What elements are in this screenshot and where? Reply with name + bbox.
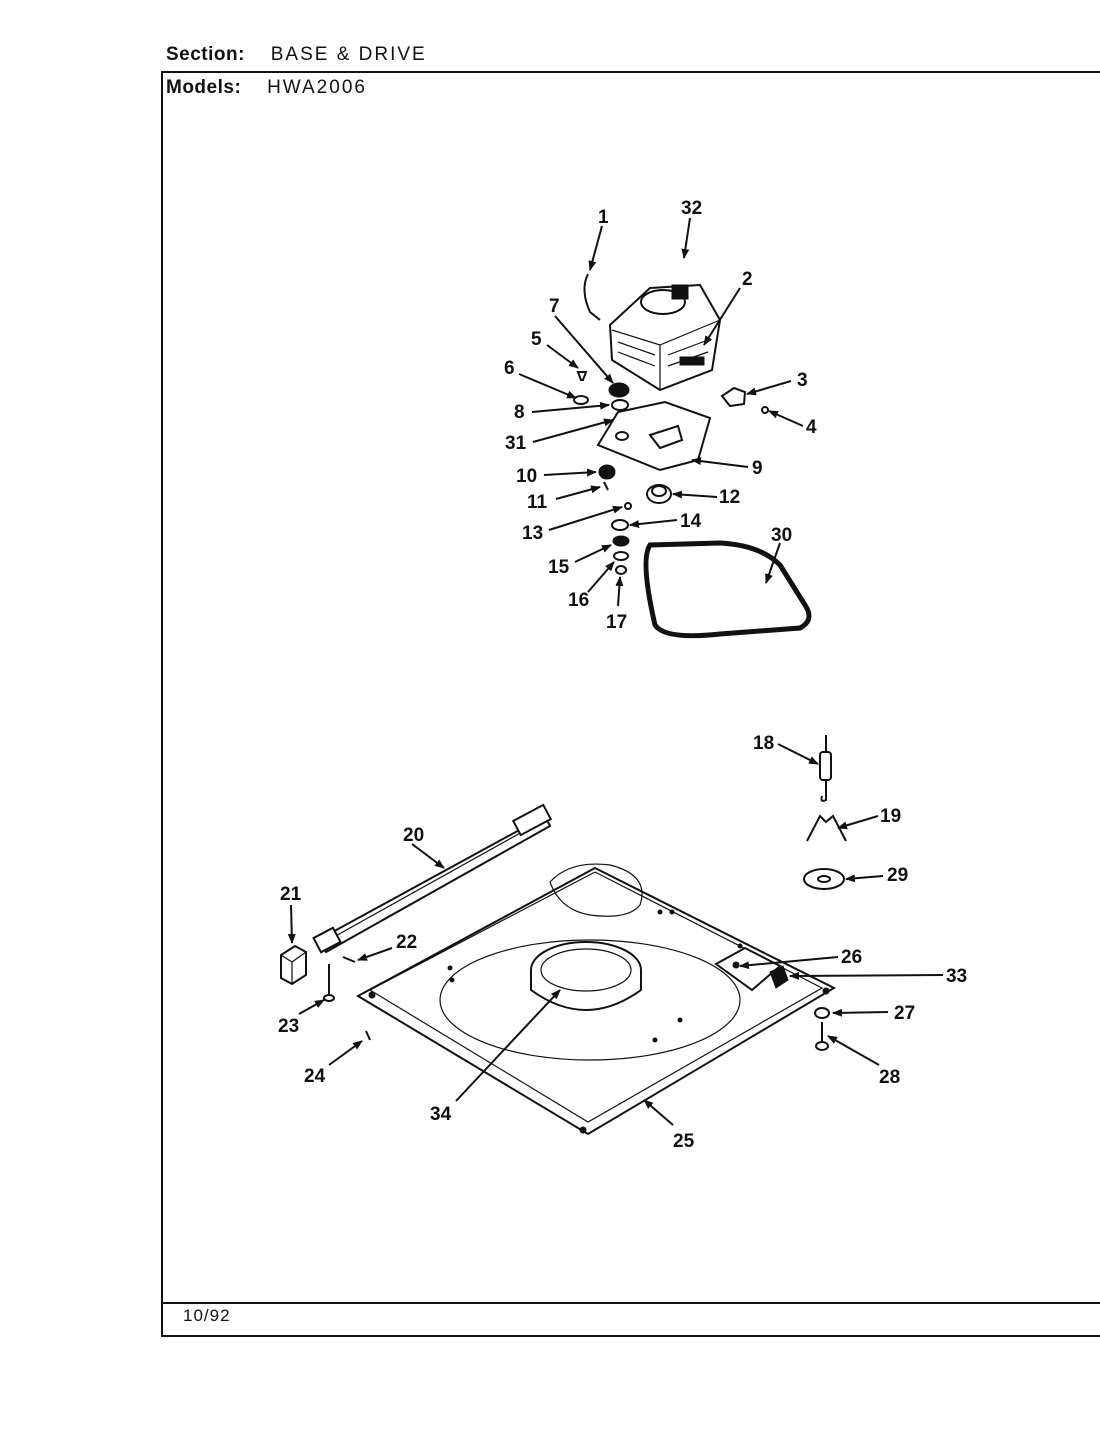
section-value: BASE & DRIVE	[270, 44, 427, 65]
part-33-guard	[769, 965, 789, 989]
page-frame	[161, 71, 1100, 1337]
callout-3: 3	[797, 370, 808, 391]
part-21-block	[280, 944, 307, 986]
callout-24: 24	[304, 1066, 326, 1087]
callout-14: 14	[680, 511, 702, 532]
models-value: HWA2006	[267, 77, 367, 98]
callout-11: 11	[527, 492, 548, 513]
callout-26: 26	[841, 947, 862, 968]
part-1-wire-clip	[583, 273, 601, 321]
callout-20: 20	[403, 825, 424, 846]
callout-12: 12	[719, 487, 740, 508]
callout-9: 9	[752, 458, 763, 479]
part-10-bushing	[598, 464, 616, 480]
callout-28: 28	[879, 1067, 900, 1088]
callout-2: 2	[742, 269, 753, 290]
callout-15: 15	[548, 557, 570, 578]
callout-18: 18	[753, 733, 774, 754]
part-6-washer	[573, 395, 589, 405]
callout-27: 27	[894, 1003, 915, 1024]
part-34-tub-ring	[530, 941, 642, 1011]
section-header: Section: BASE & DRIVE	[166, 44, 427, 66]
callout-31: 31	[505, 433, 527, 454]
callout-4: 4	[806, 417, 817, 438]
leader-lines	[287, 217, 944, 1126]
callout-labels: 1 2 3 4 5 6 7 8 9 10 11 12 13 14 15 16 1…	[278, 198, 967, 1152]
callout-1: 1	[598, 207, 609, 228]
part-14-washer	[611, 519, 629, 531]
part-4-screw	[761, 406, 769, 414]
callout-30: 30	[771, 525, 792, 546]
drive-motor-housing	[608, 283, 722, 392]
part-19-clip	[806, 814, 847, 842]
part-30-drive-belt	[643, 540, 812, 639]
callout-13: 13	[522, 523, 543, 544]
callout-22: 22	[396, 932, 417, 953]
part-13-ball	[624, 502, 632, 510]
models-label: Models:	[166, 77, 242, 98]
part-22-screw	[342, 956, 356, 963]
part-20-rail	[312, 803, 553, 954]
revision-date: 10/92	[183, 1306, 231, 1325]
part-24-screw	[365, 1030, 371, 1041]
callout-29: 29	[887, 865, 908, 886]
part-27-washer	[814, 1007, 830, 1019]
part-23-bolt	[323, 964, 335, 1002]
part-11-clip	[603, 481, 609, 491]
part-12-pulley	[646, 484, 672, 504]
part-9-mounting-plate	[596, 400, 712, 472]
callout-8: 8	[514, 402, 525, 423]
callout-32: 32	[681, 198, 702, 219]
part-17-nut	[615, 565, 627, 575]
callout-25: 25	[673, 1131, 695, 1152]
callout-34: 34	[430, 1104, 452, 1125]
callout-7: 7	[549, 296, 560, 317]
callout-33: 33	[946, 966, 967, 987]
callout-10: 10	[516, 466, 537, 487]
callout-21: 21	[280, 884, 302, 905]
models-header: Models: HWA2006	[166, 77, 367, 99]
section-label: Section:	[166, 44, 245, 65]
callout-6: 6	[504, 358, 515, 379]
footer-divider	[161, 1302, 1100, 1304]
callout-17: 17	[606, 612, 627, 633]
part-7-hub	[608, 382, 630, 398]
part-29-washer	[803, 868, 845, 890]
part-8-washer	[611, 399, 629, 411]
callout-5: 5	[531, 329, 542, 350]
part-5-screw	[576, 371, 588, 381]
callout-23: 23	[278, 1016, 299, 1037]
part-15-washer	[612, 535, 630, 547]
callout-16: 16	[568, 590, 589, 611]
part-18-spring	[819, 735, 832, 802]
part-16-washer	[613, 551, 629, 561]
part-28-bolt	[815, 1022, 829, 1051]
callout-19: 19	[880, 806, 901, 827]
part-3-bracket	[720, 386, 747, 408]
